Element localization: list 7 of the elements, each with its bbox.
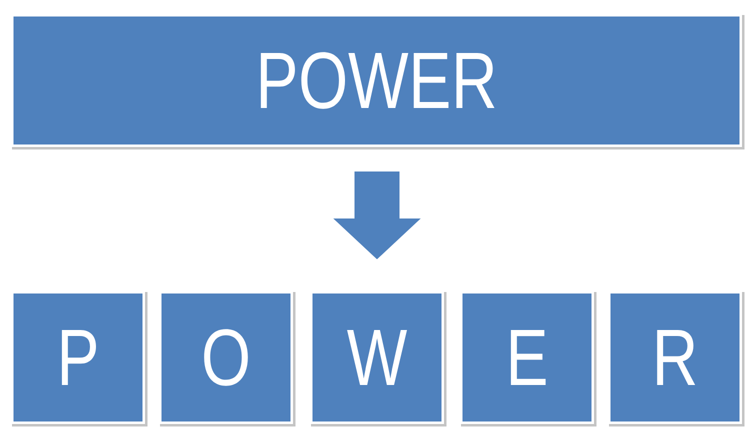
letter-box: O (159, 291, 296, 426)
letter-box: W (310, 291, 446, 426)
word-box: POWER (11, 14, 744, 150)
block-arrow (330, 170, 424, 261)
letter-box: E (460, 291, 596, 426)
letter-box: R (608, 291, 744, 426)
letter-box: P (11, 291, 148, 426)
